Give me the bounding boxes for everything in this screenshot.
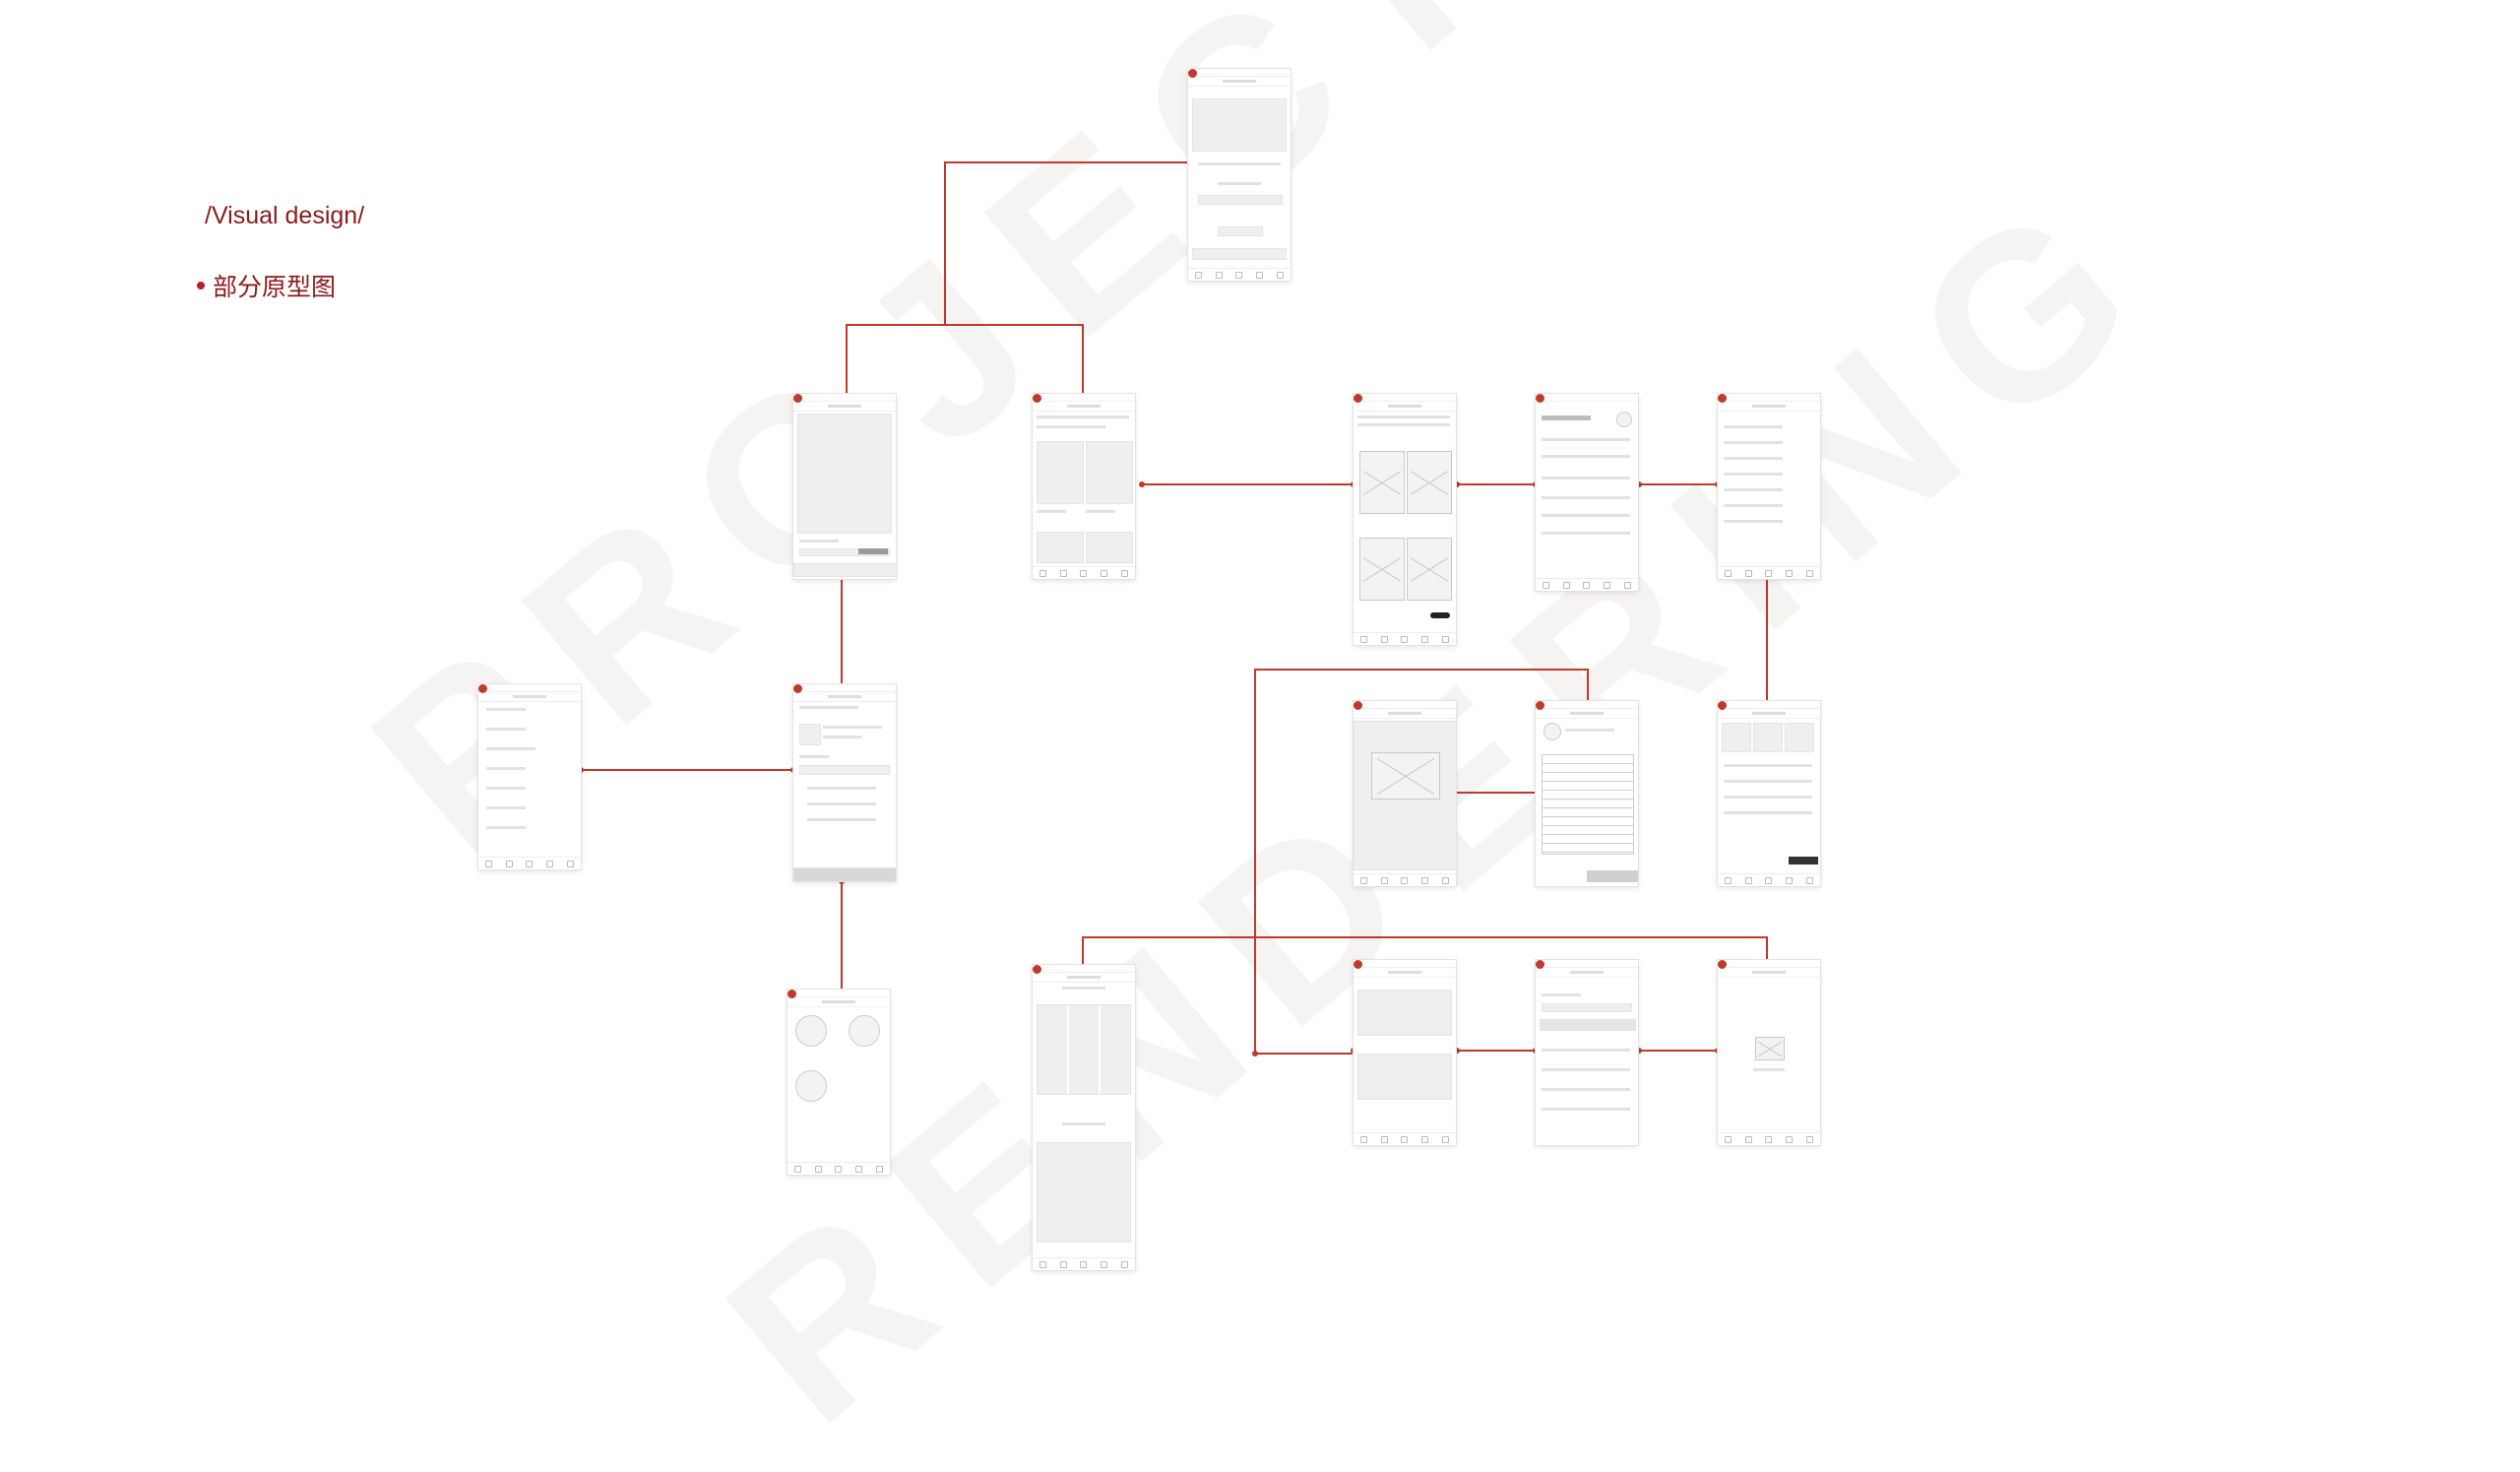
wireframe-checkout xyxy=(1536,960,1638,1145)
wireframe-order-confirm xyxy=(1718,701,1820,886)
marker-icon xyxy=(1188,69,1198,79)
connector-branch-top xyxy=(1254,669,1589,1054)
wireframe-settings xyxy=(1718,394,1820,579)
marker-icon xyxy=(1354,394,1363,404)
marker-icon xyxy=(1718,960,1728,970)
connector-home-to-list xyxy=(945,324,1084,394)
subtitle-row: 部分原型图 xyxy=(197,268,336,303)
wireframe-user-profile xyxy=(1536,394,1638,591)
marker-icon xyxy=(793,394,803,404)
wireframe-cart xyxy=(793,684,896,881)
wireframe-product-list xyxy=(1033,394,1135,579)
marker-icon xyxy=(793,684,803,694)
wireframe-size-form xyxy=(1536,701,1638,886)
marker-icon xyxy=(1718,394,1728,404)
marker-icon xyxy=(1033,394,1042,404)
wireframe-favorites xyxy=(788,990,890,1175)
section-title: /Visual design/ xyxy=(205,202,365,229)
marker-icon xyxy=(1354,701,1363,711)
marker-icon xyxy=(1718,701,1728,711)
connector-branch-bottom xyxy=(1082,936,1768,965)
subtitle: 部分原型图 xyxy=(213,273,337,301)
wireframe-home xyxy=(1188,69,1291,281)
wireframe-product-grid xyxy=(1354,394,1456,645)
marker-icon xyxy=(1354,960,1363,970)
marker-icon xyxy=(1536,394,1545,404)
marker-icon xyxy=(1033,965,1042,975)
wireframe-empty-state xyxy=(1718,960,1820,1145)
wireframe-side-menu xyxy=(478,684,581,869)
wireframe-gallery xyxy=(1033,965,1135,1270)
wireframe-feed xyxy=(1354,960,1456,1145)
wireframe-photo-upload xyxy=(1354,701,1456,886)
marker-icon xyxy=(1536,960,1545,970)
marker-icon xyxy=(478,684,488,694)
wireframe-product-detail xyxy=(793,394,896,579)
connector-home-to-detail xyxy=(846,161,1191,394)
marker-icon xyxy=(1536,701,1545,711)
flow-connectors xyxy=(578,160,1770,1056)
marker-icon xyxy=(788,990,797,999)
bullet-dot-icon xyxy=(197,282,205,289)
